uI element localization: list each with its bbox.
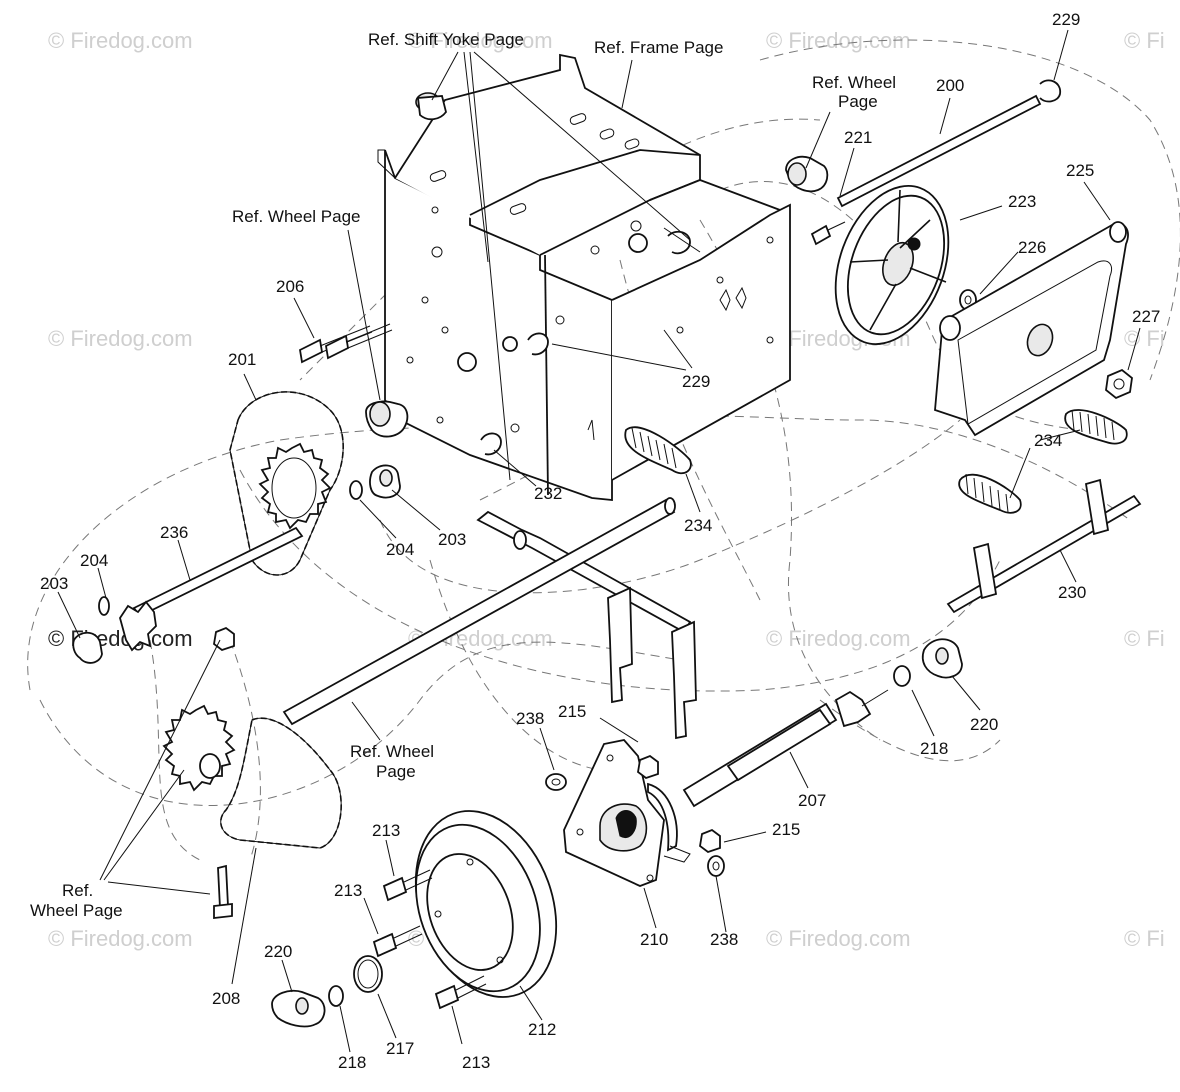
watermark-8: © Fi [1124, 326, 1165, 351]
label-ref-wheel-page-mid-1: Ref. Wheel [350, 742, 434, 761]
callout-210: 210 [640, 930, 668, 949]
nut-left [213, 626, 235, 652]
watermark-1: © Firedog.com [48, 28, 193, 53]
shaft-207 [682, 689, 889, 808]
callout-204-a: 204 [386, 540, 414, 559]
label-ref-wheel-page-top-2: Page [838, 92, 878, 111]
callout-215-top: 215 [558, 702, 586, 721]
callout-227: 227 [1132, 307, 1160, 326]
callout-221: 221 [844, 128, 872, 147]
watermark-2: © Firedog.com [408, 28, 553, 53]
callout-203-a: 203 [438, 530, 466, 549]
long-axle [282, 497, 676, 726]
watermark-5: © Firedog.com [48, 326, 193, 351]
reference-labels: Ref. Shift Yoke Page Ref. Frame Page Ref… [30, 30, 896, 920]
callout-213-a: 213 [372, 821, 400, 840]
chain-208 [219, 717, 342, 849]
callout-206: 206 [276, 277, 304, 296]
watermark-11: © Firedog.com [766, 626, 911, 651]
callout-213-c: 213 [462, 1053, 490, 1072]
label-ref-shift-yoke-page: Ref. Shift Yoke Page [368, 30, 524, 49]
watermark-16: © Fi [1124, 926, 1165, 951]
bolts-206 [299, 323, 393, 364]
watermark-15: © Firedog.com [766, 926, 911, 951]
callout-226: 226 [1018, 238, 1046, 257]
watermark-12: © Fi [1124, 626, 1165, 651]
callout-208: 208 [212, 989, 240, 1008]
label-ref-wheel-page-mid-2: Page [376, 762, 416, 781]
callout-220-right: 220 [970, 715, 998, 734]
label-ref-wheel-page-top-1: Ref. Wheel [812, 73, 896, 92]
hardware-204-203-upper [349, 464, 401, 500]
bracket-210 [563, 739, 691, 887]
callout-218-left: 218 [338, 1053, 366, 1072]
chain-201 [229, 391, 344, 576]
left-bottom-hardware [271, 955, 383, 1028]
callout-217: 217 [386, 1039, 414, 1058]
callout-232: 232 [534, 484, 562, 503]
callout-223: 223 [1008, 192, 1036, 211]
watermark-9: © Firedog.com [48, 626, 193, 651]
callout-238-top: 238 [516, 709, 544, 728]
callout-225: 225 [1066, 161, 1094, 180]
shift-rod [476, 510, 697, 740]
part-callouts: 229 200 221 223 225 226 227 206 201 229 … [40, 10, 1160, 1072]
sprocket-large-left [258, 442, 332, 530]
label-ref-wheel-page-bottom-1: Ref. [62, 881, 93, 900]
sprocket-large-lower [162, 704, 236, 792]
leader-lines [57, 29, 1141, 1053]
label-ref-frame-page: Ref. Frame Page [594, 38, 723, 57]
watermark-4: © Fi [1124, 28, 1165, 53]
springs-234 [624, 409, 1128, 514]
watermark-13: © Firedog.com [48, 926, 193, 951]
callout-201: 201 [228, 350, 256, 369]
bearing-220-right [893, 638, 963, 687]
callout-204-b: 204 [80, 551, 108, 570]
callout-229-mid: 229 [682, 372, 710, 391]
callout-207: 207 [798, 791, 826, 810]
shaft-230 [946, 478, 1142, 614]
bolt-vertical [213, 864, 233, 920]
pulley-212 [414, 810, 558, 998]
callout-236: 236 [160, 523, 188, 542]
callout-220-left: 220 [264, 942, 292, 961]
callout-203-b: 203 [40, 574, 68, 593]
callout-230: 230 [1058, 583, 1086, 602]
callout-238-bottom: 238 [710, 930, 738, 949]
shaft-236 [72, 526, 304, 664]
nuts-215-washers-238 [545, 754, 725, 877]
bolts-213 [372, 869, 487, 1010]
frame [377, 53, 791, 501]
right-wheel-assembly [785, 79, 1133, 437]
callout-212: 212 [528, 1020, 556, 1039]
watermarks: © Firedog.com © Firedog.com © Firedog.co… [48, 28, 1165, 951]
callout-218-right: 218 [920, 739, 948, 758]
callout-213-b: 213 [334, 881, 362, 900]
label-ref-wheel-page-bottom-2: Wheel Page [30, 901, 123, 920]
callout-229-top: 229 [1052, 10, 1080, 29]
frame-hardware [365, 92, 701, 456]
callout-200: 200 [936, 76, 964, 95]
watermark-3: © Firedog.com [766, 28, 911, 53]
callout-234-mid: 234 [684, 516, 712, 535]
callout-234-right: 234 [1034, 431, 1062, 450]
label-ref-wheel-page-left: Ref. Wheel Page [232, 207, 361, 226]
callout-215-right: 215 [772, 820, 800, 839]
